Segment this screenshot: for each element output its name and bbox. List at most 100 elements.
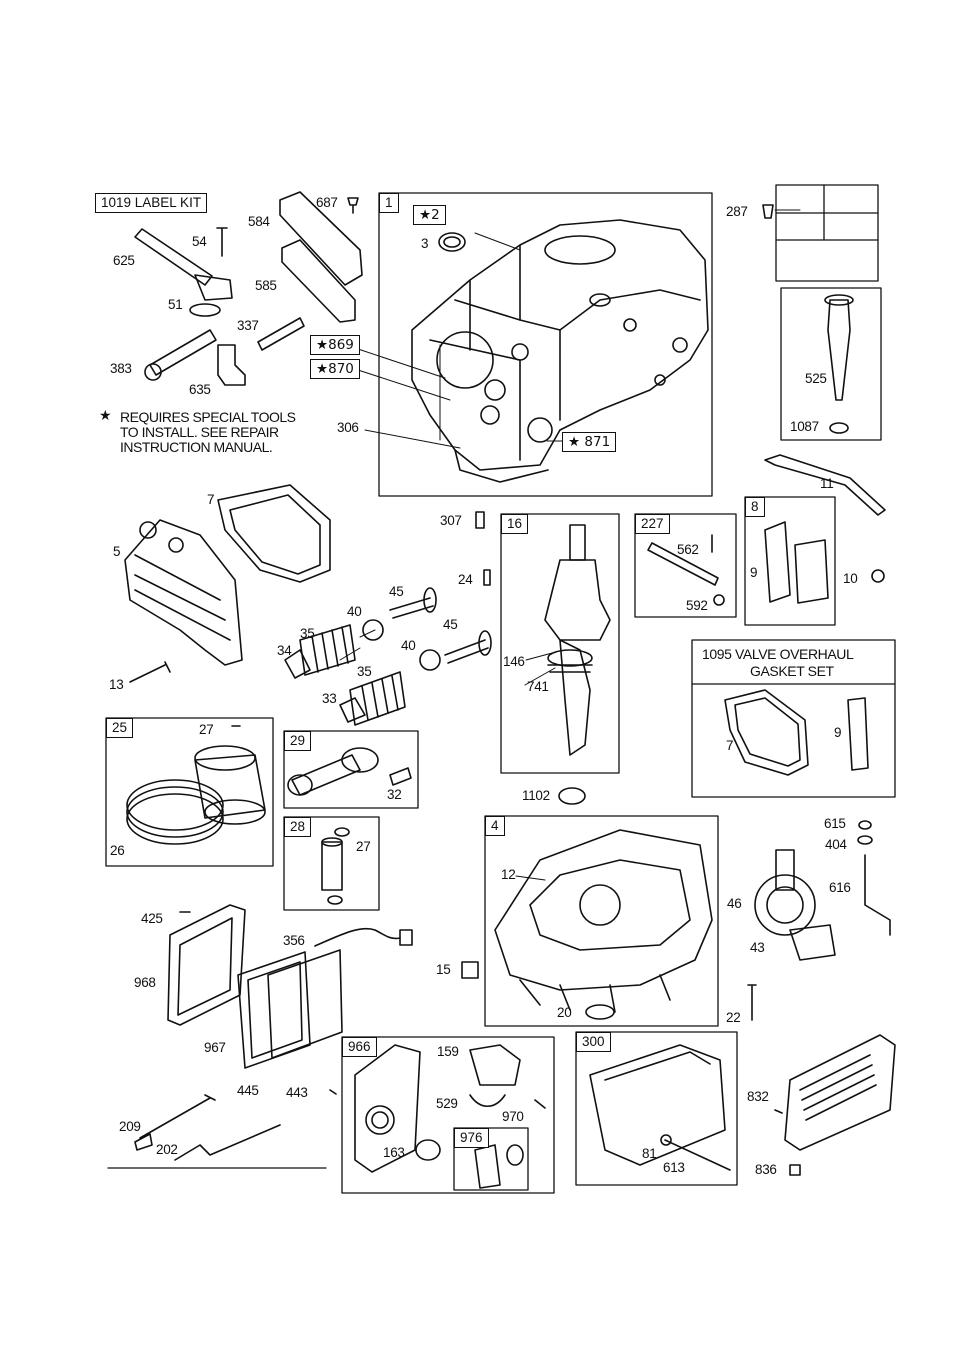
part-46: 46 [727,896,742,911]
frame-connecting-rod [283,730,419,809]
part-687: 687 [316,195,338,210]
special-tools-line-2: TO INSTALL. SEE REPAIR [120,424,279,440]
air-cleaner-drawing [167,904,343,1095]
sump-drawing [461,787,713,1020]
part-35-upper: 35 [300,626,315,641]
part-24: 24 [458,572,473,587]
cylinder-block-drawing [411,219,709,483]
frame-muffler [575,1031,738,1186]
part-356: 356 [283,933,305,948]
starred-part-2: ★2 [413,205,446,225]
group-number-8: 8 [745,497,765,517]
group-number-300: 300 [576,1032,611,1052]
part-635: 635 [189,382,211,397]
starred-part-870: ★870 [310,359,360,379]
part-615: 615 [824,816,846,831]
group-number-976: 976 [454,1128,489,1148]
special-tools-line-3: INSTRUCTION MANUAL. [120,439,273,455]
part-159: 159 [437,1044,459,1059]
frame-cylinder-block [378,192,713,497]
part-968: 968 [134,975,156,990]
part-970: 970 [502,1109,524,1124]
valve-parts [284,587,492,726]
part-34: 34 [277,643,292,658]
frame-piston [105,717,274,867]
leader-lines [339,209,801,881]
part-27-pin-clip: 27 [356,839,371,854]
muffler-drawing [589,1044,731,1171]
part-7-head-gasket: 7 [207,492,215,507]
frame-brake-kit [634,513,737,618]
part-10: 10 [843,571,858,586]
star-icon: ★ [99,408,112,424]
piston-pin-drawing [321,827,350,905]
part-445: 445 [237,1083,259,1098]
group-frames [105,184,896,1194]
part-836: 836 [755,1162,777,1177]
part-1087: 1087 [790,419,819,434]
part-307: 307 [440,513,462,528]
part-45-upper: 45 [389,584,404,599]
part-54: 54 [192,234,207,249]
part-3: 3 [421,236,429,251]
group-number-28: 28 [284,817,312,837]
gasket-set-drawing [724,689,869,776]
part-404: 404 [825,837,847,852]
frame-gasket-set [691,639,896,798]
part-45-lower: 45 [443,617,458,632]
part-40-lower: 40 [401,638,416,653]
part-592: 592 [686,598,708,613]
part-51: 51 [168,297,183,312]
part-306: 306 [337,420,359,435]
part-22: 22 [726,1010,741,1025]
part-15: 15 [436,962,451,977]
ring-parts [438,232,466,252]
part-43: 43 [750,940,765,955]
part-741: 741 [527,679,549,694]
starred-part-869: ★869 [310,335,360,355]
part-1102: 1102 [522,788,550,803]
group-number-227: 227 [635,514,670,534]
part-832: 832 [747,1089,769,1104]
part-7-gasket-set: 7 [726,738,734,753]
gasket-set-title-line-2: GASKET SET [750,663,834,679]
part-967: 967 [204,1040,226,1055]
part-40-upper: 40 [347,604,362,619]
part-11: 11 [820,476,834,491]
part-625: 625 [113,253,135,268]
part-5: 5 [113,544,121,559]
starred-part-871: ★ 871 [562,432,617,452]
part-27-ring: 27 [199,722,214,737]
cylinder-head-drawing [124,484,331,683]
part-209: 209 [119,1119,141,1134]
part-425: 425 [141,911,163,926]
special-tools-line-1: REQUIRES SPECIAL TOOLS [120,409,296,425]
linkage-drawing [134,1094,281,1161]
part-562: 562 [677,542,699,557]
part-35-lower: 35 [357,664,372,679]
part-585: 585 [255,278,277,293]
part-616: 616 [829,880,851,895]
breather-drawing [764,521,885,604]
part-33: 33 [322,691,337,706]
part-32: 32 [387,787,402,802]
frame-dipstick [780,287,882,441]
heat-shield-drawing [774,1034,896,1176]
group-number-25: 25 [106,718,134,738]
part-287: 287 [726,204,748,219]
governor-drawing [747,820,891,1021]
part-81: 81 [642,1146,657,1161]
part-26: 26 [110,843,125,858]
label-kit-title: 1019 LABEL KIT [95,193,208,213]
part-383: 383 [110,361,132,376]
group-number-29: 29 [284,731,312,751]
part-443: 443 [286,1085,308,1100]
parts-table-grid [775,184,879,282]
frame-sump [484,815,719,1027]
part-163: 163 [383,1145,405,1160]
group-number-16: 16 [501,514,529,534]
wire-drawing [314,927,413,947]
part-202: 202 [156,1142,178,1157]
connecting-rod-drawing [287,747,412,796]
